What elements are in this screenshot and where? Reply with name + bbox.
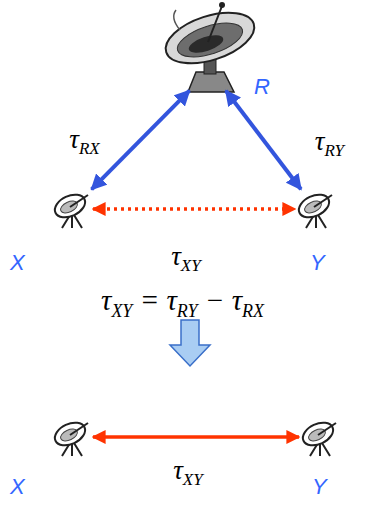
- link-arrow: [93, 435, 299, 439]
- antenna-station: Y: [300, 418, 340, 456]
- relay-station: R: [188, 50, 232, 90]
- antenna-icon: [51, 418, 88, 456]
- link-arrow: [92, 91, 190, 190]
- station-label: Y: [310, 252, 325, 274]
- antenna-station: X: [52, 418, 92, 456]
- delay-label: τRY: [313, 127, 346, 157]
- link-arrow: [226, 91, 301, 189]
- delay-label: τRX: [67, 125, 101, 155]
- satellite-dish: [159, 2, 260, 92]
- station-label: X: [10, 252, 25, 274]
- down-arrow: [170, 320, 210, 366]
- antenna-icon: [299, 418, 336, 456]
- delay-label: τXY: [169, 242, 203, 272]
- station-label: R: [254, 76, 270, 98]
- delay-equation: τXY = τRY − τRX: [0, 283, 365, 318]
- station-label: Y: [312, 476, 327, 498]
- antenna-icon: [295, 190, 332, 228]
- antenna-station: Y: [296, 190, 336, 228]
- antenna-icon: [51, 190, 88, 228]
- dotted-link: [93, 207, 295, 211]
- station-label: X: [10, 476, 25, 498]
- delay-label: τXY: [171, 456, 205, 486]
- antenna-station: X: [52, 190, 92, 228]
